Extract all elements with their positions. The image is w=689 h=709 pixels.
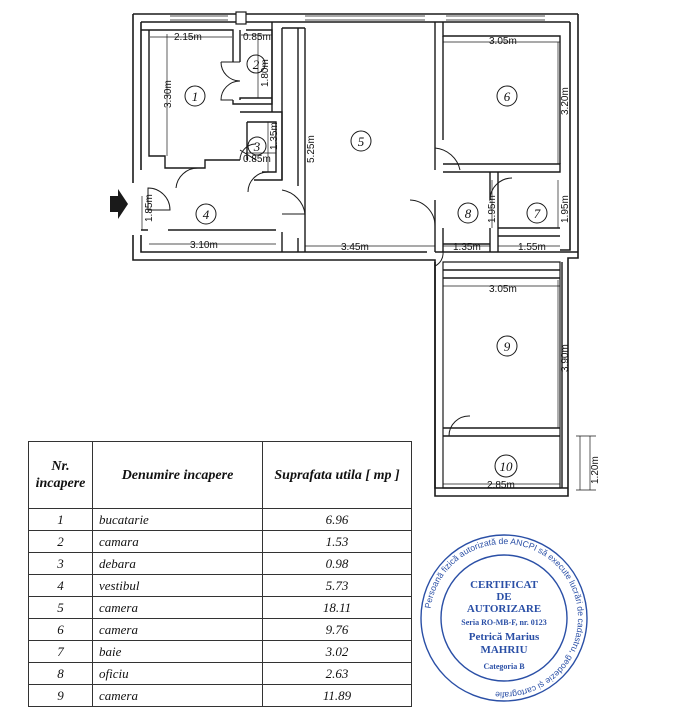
cell-area: 2.63 [262, 662, 412, 685]
dim-room7-height: 1.95m [560, 195, 571, 223]
cell-name: baie [92, 640, 263, 663]
cell-name: vestibul [92, 574, 263, 597]
cell-nr: 5 [28, 596, 93, 619]
dim-room2-height: 1.80m [260, 59, 271, 87]
cell-name: camera [92, 618, 263, 641]
stamp-series: Seria RO-MB-F, nr. 0123 [461, 618, 546, 627]
cell-nr: 3 [28, 552, 93, 575]
cell-nr: 6 [28, 618, 93, 641]
table-row: 9 camera 11.89 [28, 684, 412, 707]
table-row: 7 baie 3.02 [28, 640, 412, 663]
table-row: 8 oficiu 2.63 [28, 662, 412, 685]
dimension-labels: 2.15m 3.30m 0.85m 1.80m 1.35m 0.85m 1.85… [144, 32, 601, 491]
stamp-line3: AUTORIZARE [467, 603, 541, 615]
header-nr: Nr. incapere [28, 441, 93, 509]
cell-nr: 2 [28, 530, 93, 553]
authorization-stamp: Persoană fizică autorizată de ANCPI să e… [420, 534, 588, 702]
dim-room5-width: 3.45m [341, 242, 369, 253]
cell-area: 9.76 [262, 618, 412, 641]
room-numbers: 1 2 3 4 5 6 7 8 9 10 [192, 57, 541, 474]
stamp-line2: DE [496, 591, 511, 603]
stamp-name2: MAHRIU [480, 644, 527, 656]
cell-area: 18.11 [262, 596, 412, 619]
table-header-row: Nr. incapere Denumire incapere Suprafata… [28, 441, 412, 509]
room-number-8: 8 [465, 206, 472, 221]
room-number-6: 6 [504, 89, 511, 104]
dim-room6-width: 3.05m [489, 36, 517, 47]
dim-room5-height: 5.25m [306, 135, 317, 163]
cell-name: camara [92, 530, 263, 553]
table-row: 4 vestibul 5.73 [28, 574, 412, 597]
stamp-outer-ring [420, 534, 588, 702]
room-circles [184, 54, 548, 478]
cell-area: 5.73 [262, 574, 412, 597]
dim-room3-width: 0.85m [243, 154, 271, 165]
cell-area: 11.89 [262, 684, 412, 707]
cell-nr: 8 [28, 662, 93, 685]
room-number-4: 4 [203, 207, 210, 222]
cell-area: 1.53 [262, 530, 412, 553]
dim-room4-height: 1.85m [144, 194, 155, 222]
cell-name: debara [92, 552, 263, 575]
room-number-5: 5 [358, 134, 365, 149]
dim-room7-width: 1.55m [518, 242, 546, 253]
room-number-9: 9 [504, 339, 511, 354]
dim-room1-height: 3.30m [163, 80, 174, 108]
entry-arrow-icon [110, 189, 128, 219]
dim-room2-width: 0.85m [243, 32, 271, 43]
dim-room4-width: 3.10m [190, 240, 218, 251]
inner-walls [141, 22, 578, 488]
dimension-lines [141, 30, 596, 491]
cell-area: 6.96 [262, 508, 412, 531]
dim-room8-width: 1.35m [453, 242, 481, 253]
cell-name: camera [92, 596, 263, 619]
room-number-10: 10 [500, 459, 514, 474]
dim-room10-height: 1.20m [590, 456, 601, 484]
cell-nr: 7 [28, 640, 93, 663]
stamp-category: Categoria B [483, 662, 525, 671]
room-number-1: 1 [192, 89, 199, 104]
cell-nr: 4 [28, 574, 93, 597]
dim-room1-width: 2.15m [174, 32, 202, 43]
cell-nr: 1 [28, 508, 93, 531]
dim-room6-height: 3.20m [560, 87, 571, 115]
stamp-inner-ring [440, 554, 568, 682]
dim-room10-width: 2.85m [487, 480, 515, 491]
table-row: 6 camera 9.76 [28, 618, 412, 641]
cell-name: oficiu [92, 662, 263, 685]
room-number-2: 2 [253, 57, 260, 72]
room-area-table: Nr. incapere Denumire incapere Suprafata… [28, 441, 412, 707]
header-area: Suprafata utila [ mp ] [262, 441, 412, 509]
table-row: 1 bucatarie 6.96 [28, 508, 412, 531]
dim-room3-height: 1.35m [269, 122, 280, 150]
dim-room9-width: 3.05m [489, 284, 517, 295]
room-number-7: 7 [534, 206, 541, 221]
cell-name: bucatarie [92, 508, 263, 531]
header-name: Denumire incapere [92, 441, 263, 509]
stamp-line1: CERTIFICAT [470, 579, 539, 591]
door-swings [147, 61, 513, 437]
dim-room8-height: 1.95m [487, 195, 498, 223]
table-row: 2 camara 1.53 [28, 530, 412, 553]
cell-area: 0.98 [262, 552, 412, 575]
table-row: 3 debara 0.98 [28, 552, 412, 575]
table-row: 5 camera 18.11 [28, 596, 412, 619]
room-number-3: 3 [253, 139, 261, 154]
dim-room9-height: 3.90m [560, 344, 571, 372]
stamp-name1: Petrică Marius [469, 631, 540, 643]
cell-name: camera [92, 684, 263, 707]
cell-nr: 9 [28, 684, 93, 707]
cell-area: 3.02 [262, 640, 412, 663]
outer-walls [132, 11, 579, 497]
